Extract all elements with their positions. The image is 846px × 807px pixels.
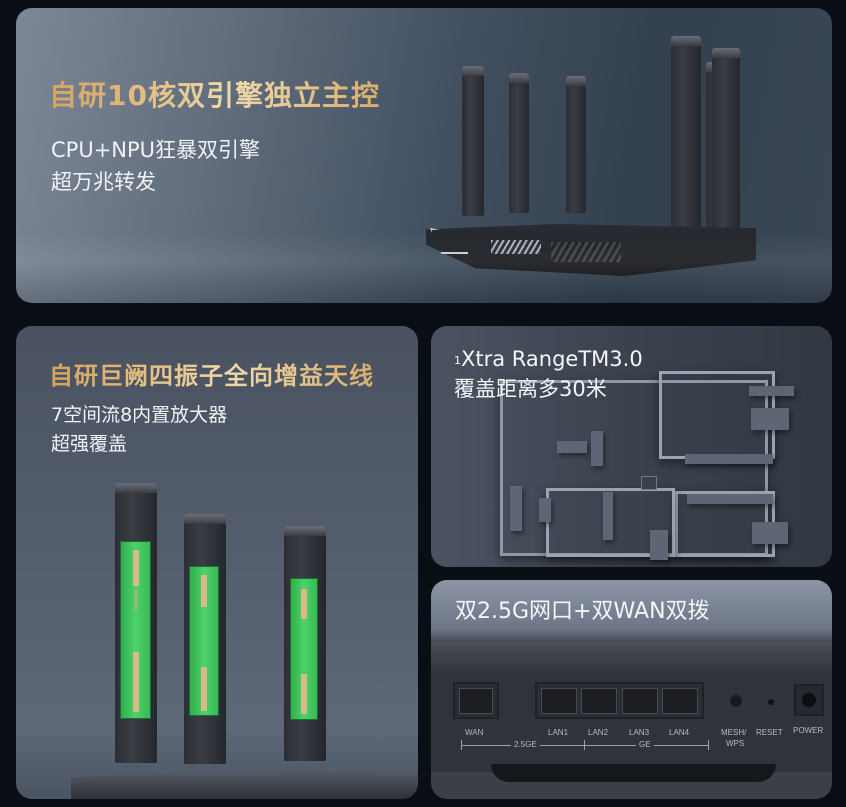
range-panel: 1Xtra RangeTM3.0 覆盖距离多30米 (431, 326, 832, 567)
label-lan3: LAN3 (629, 728, 650, 737)
router-image (416, 28, 826, 288)
lan1-port (541, 688, 577, 714)
ports-panel: 双2.5G网口+双WAN双拨 WAN LAN1 LAN2 LAN3 LAN4 M… (431, 580, 832, 799)
lan4-port (662, 688, 698, 714)
antenna-line-2: 超强覆盖 (51, 433, 128, 455)
lan3-port (622, 688, 658, 714)
processor-title: 自研10核双引擎独立主控 (49, 74, 380, 114)
reset-hole (768, 699, 774, 705)
lan2-port (581, 688, 617, 714)
processor-line-2: 超万兆转发 (51, 170, 156, 194)
processor-line-1: CPU+NPU狂暴双引擎 (51, 138, 261, 162)
label-2-5ge: 2.5GE (511, 740, 540, 749)
mesh-wps-button (730, 695, 742, 707)
router-icon (641, 476, 657, 490)
antenna-pcb-image (16, 466, 418, 799)
antenna-title: 自研巨阙四振子全向增益天线 (49, 356, 374, 391)
power-jack (794, 684, 824, 716)
antenna-panel: 自研巨阙四振子全向增益天线 7空间流8内置放大器 超强覆盖 (16, 326, 418, 799)
antenna-line-1: 7空间流8内置放大器 (51, 404, 228, 426)
router-rear-image: WAN LAN1 LAN2 LAN3 LAN4 MESH/ WPS RESET … (431, 642, 832, 799)
label-wan: WAN (465, 728, 484, 737)
label-lan1: LAN1 (548, 728, 569, 737)
label-mesh: MESH/ (721, 728, 747, 737)
wan-port (453, 682, 499, 719)
label-power: POWER (793, 726, 824, 735)
floor-plan-image (431, 326, 832, 567)
range-title-text: Xtra RangeTM3.0 (461, 347, 643, 371)
range-subtitle: 覆盖距离多30米 (454, 377, 607, 401)
label-lan4: LAN4 (669, 728, 690, 737)
ports-title: 双2.5G网口+双WAN双拨 (455, 599, 710, 624)
range-title: 1Xtra RangeTM3.0 (454, 344, 643, 374)
label-reset: RESET (756, 728, 783, 737)
label-lan2: LAN2 (588, 728, 609, 737)
label-wps: WPS (726, 739, 745, 748)
processor-panel: 自研10核双引擎独立主控 CPU+NPU狂暴双引擎 超万兆转发 (16, 8, 832, 303)
lan-ports-group (535, 682, 704, 719)
range-superscript: 1 (454, 354, 461, 367)
label-ge: GE (636, 740, 654, 749)
